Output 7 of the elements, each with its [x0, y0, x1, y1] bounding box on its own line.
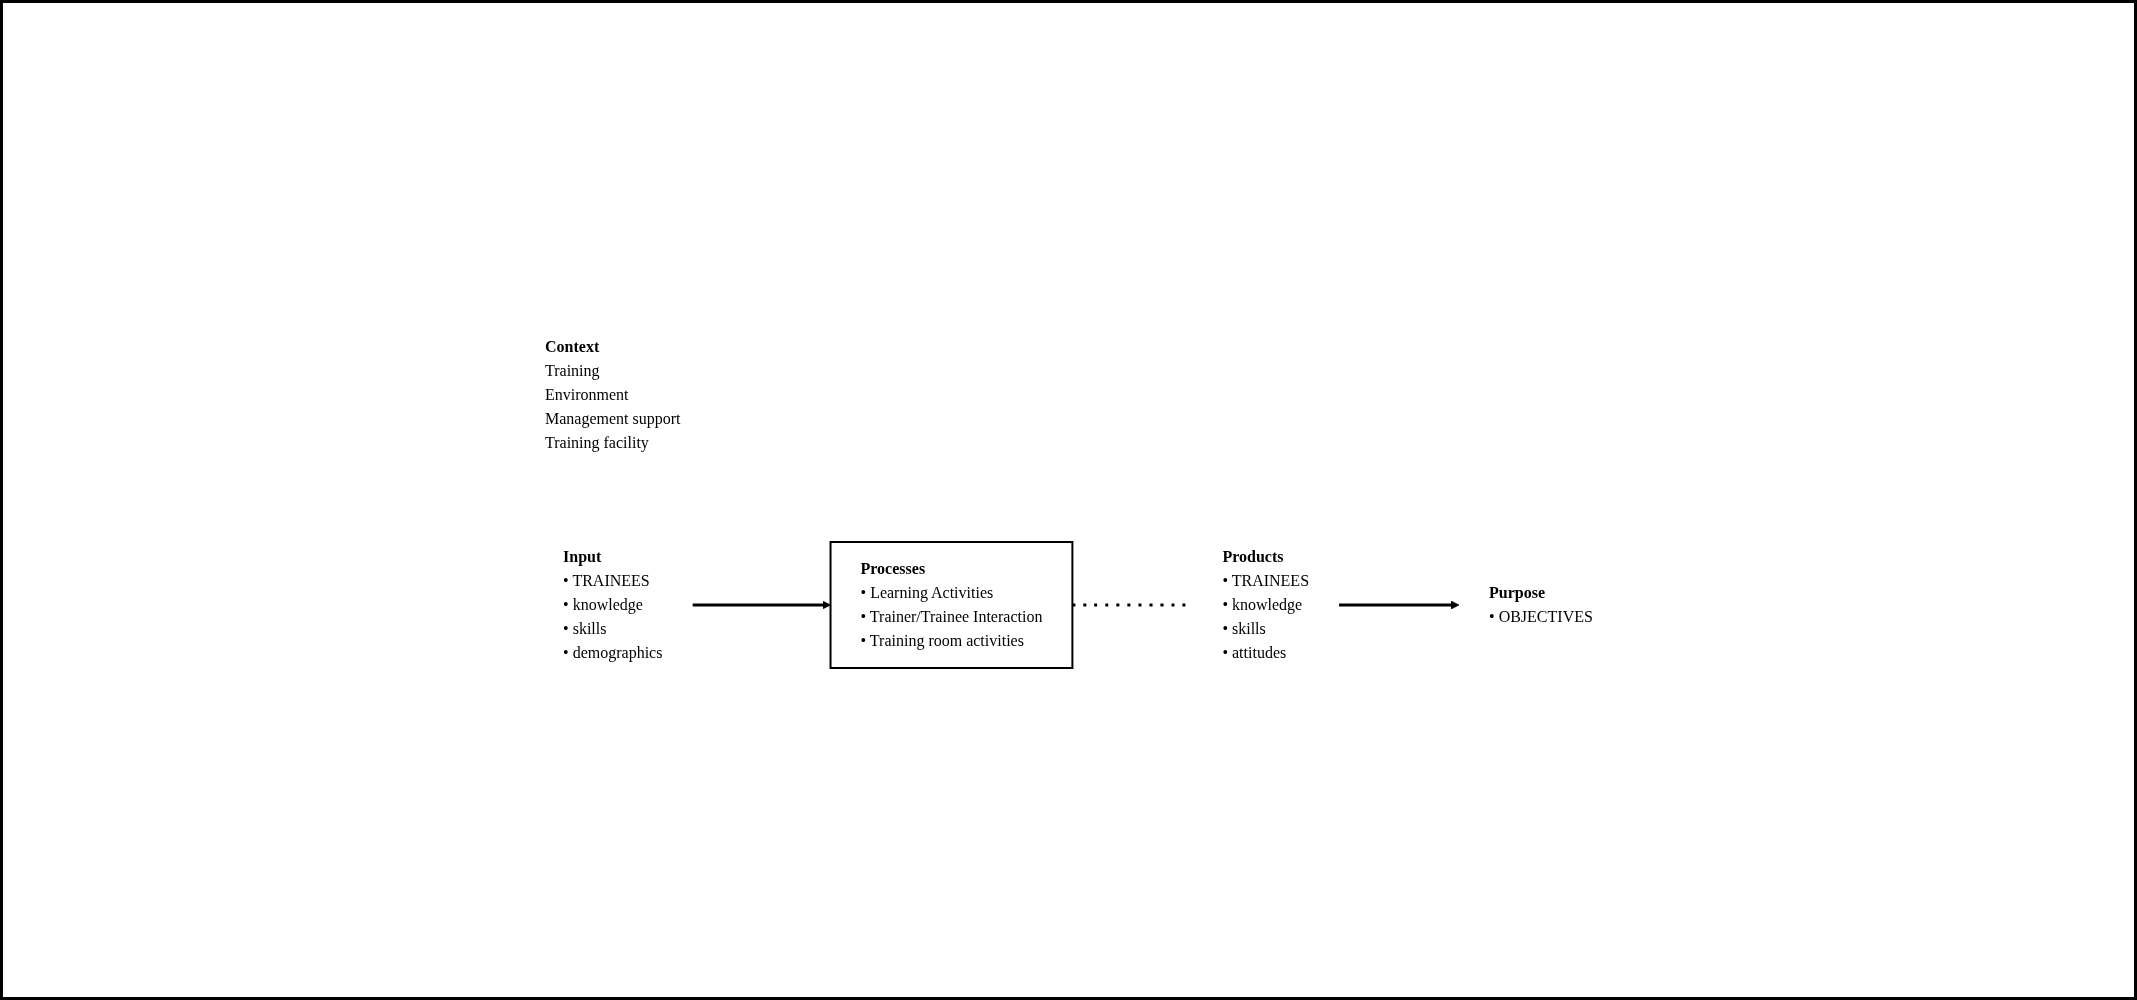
node-box: Processes • Learning Activities • Trainer/Trainee Interaction • Training room activities — [829, 541, 1073, 669]
node-text: Purpose • OBJECTIVES — [1488, 584, 1593, 625]
arrow — [692, 600, 831, 610]
node-text: Input • TRAINEES • knowledge • skills • demographics — [562, 548, 663, 661]
node-text: Context Training Environment Management support Training facility — [544, 338, 681, 451]
arrow — [1338, 600, 1459, 610]
node-text: Products • TRAINEES • knowledge • skills • attitudes — [1221, 548, 1309, 661]
